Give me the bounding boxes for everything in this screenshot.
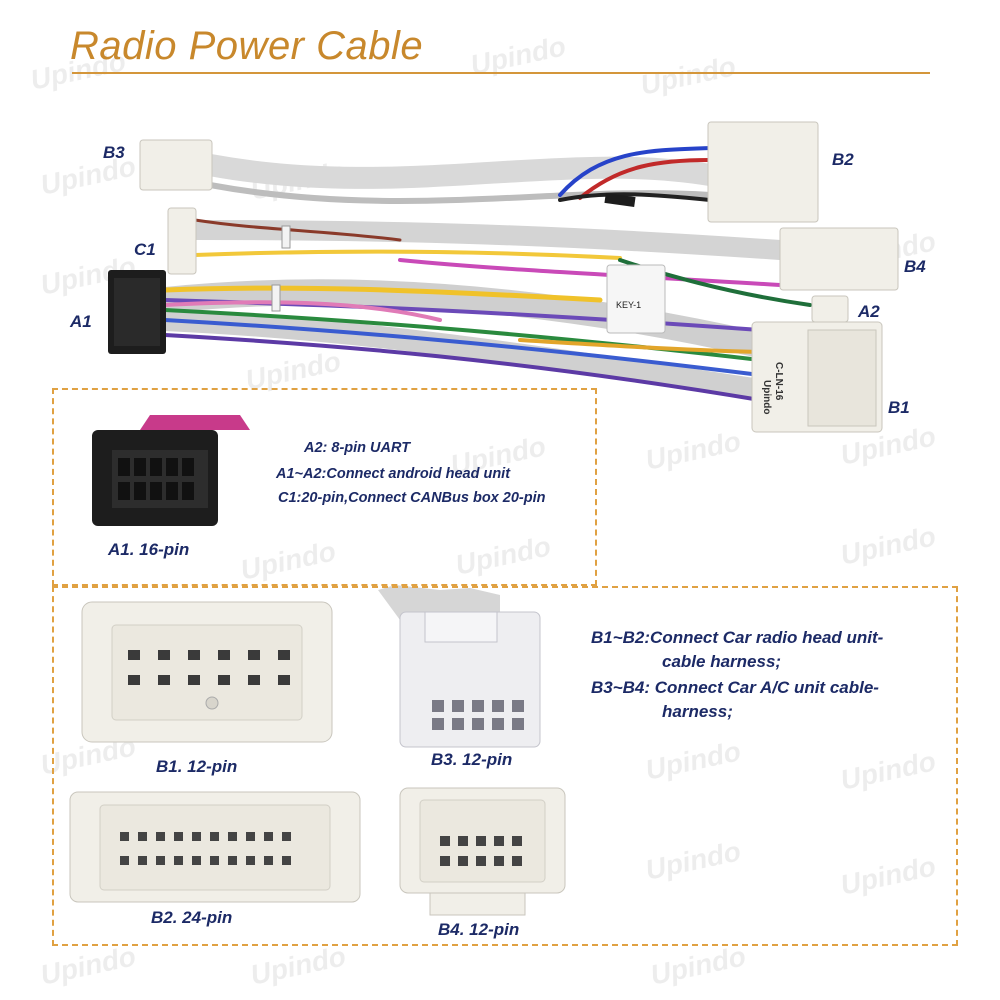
b-connector-panel [52, 586, 958, 946]
label-c1: C1 [134, 240, 156, 259]
label-b1: B1 [888, 398, 910, 417]
caption-b1: B1. 12-pin [156, 757, 238, 776]
note-b1-b2-cont: cable harness; [662, 652, 782, 671]
label-b2: B2 [832, 150, 854, 169]
note-b1-b2: B1~B2:Connect Car radio head unit- [591, 628, 884, 647]
key-tag: KEY-1 [616, 300, 642, 310]
note-a2: A2: 8-pin UART [304, 440, 411, 456]
label-a2: A2 [858, 302, 880, 321]
label-a1: A1 [70, 312, 92, 331]
caption-a1: A1. 16-pin [108, 540, 190, 559]
caption-b3: B3. 12-pin [431, 750, 513, 769]
title-underline [72, 72, 930, 74]
page-title: Radio Power Cable [70, 24, 424, 68]
module-brand: Upindo [761, 380, 772, 415]
note-b3-b4-cont: harness; [662, 702, 733, 721]
module-label: Upindo [760, 380, 772, 414]
note-a1-a2: A1~A2:Connect android head unit [276, 466, 511, 482]
a-connector-panel [52, 388, 597, 586]
module-code: C-LN-16 [773, 362, 784, 401]
note-c1: C1:20-pin,Connect CANBus box 20-pin [278, 490, 546, 506]
caption-b4: B4. 12-pin [438, 920, 520, 939]
label-b4: B4 [904, 257, 926, 276]
caption-b2: B2. 24-pin [151, 908, 233, 927]
note-b3-b4: B3~B4: Connect Car A/C unit cable- [591, 678, 879, 697]
label-b3: B3 [103, 143, 125, 162]
